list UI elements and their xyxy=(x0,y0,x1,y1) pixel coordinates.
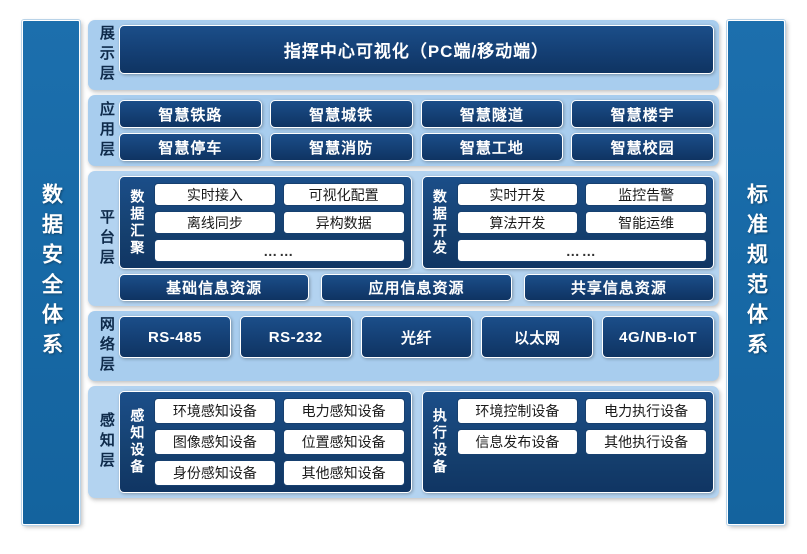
app-item-smart-metro[interactable]: 智慧城铁 xyxy=(269,100,413,128)
chip-environment-control[interactable]: 环境控制设备 xyxy=(456,398,579,424)
chip-offline-sync[interactable]: 离线同步 xyxy=(154,211,276,234)
app-item-smart-building[interactable]: 智慧楼宇 xyxy=(571,100,714,128)
data-development-row-3: …… xyxy=(456,239,707,262)
layer-sensing-label: 感知层 xyxy=(97,412,115,472)
sensing-module-actuator-devices: 执行设备 环境控制设备 电力执行设备 信息发布设备 其他执行设备 xyxy=(421,391,714,493)
layer-application-body: 智慧铁路 智慧城铁 智慧隧道 智慧楼宇 智慧停车 智慧消防 智慧工地 智慧校园 xyxy=(119,100,714,161)
layer-sensing-body: 感知设备 环境感知设备 电力感知设备 图像感知设备 位置感知设备 xyxy=(119,391,714,493)
actuator-devices-label: 执行设备 xyxy=(431,408,448,476)
actuator-devices-row-1: 环境控制设备 电力执行设备 xyxy=(456,398,707,424)
layer-platform-label-wrap: 平台层 xyxy=(93,176,119,301)
chip-environment-sensor[interactable]: 环境感知设备 xyxy=(154,398,276,424)
chip-development-more[interactable]: …… xyxy=(456,239,707,262)
chip-power-actuator[interactable]: 电力执行设备 xyxy=(585,398,707,424)
chip-realtime-development[interactable]: 实时开发 xyxy=(456,183,579,206)
layer-network: 网络层 RS-485 RS-232 光纤 以太网 4G/NB-IoT xyxy=(88,311,719,381)
network-item-ethernet[interactable]: 以太网 xyxy=(481,316,594,358)
chip-realtime-access[interactable]: 实时接入 xyxy=(154,183,276,206)
platform-module-data-aggregation: 数据汇聚 实时接入 可视化配置 离线同步 异构数据 xyxy=(119,176,412,269)
app-item-smart-firefighting[interactable]: 智慧消防 xyxy=(269,133,413,161)
data-aggregation-label: 数据汇聚 xyxy=(129,188,146,257)
network-item-4g-nbiot[interactable]: 4G/NB-IoT xyxy=(602,316,714,358)
layer-platform-label: 平台层 xyxy=(97,208,115,269)
chip-heterogeneous-data[interactable]: 异构数据 xyxy=(282,211,405,234)
data-development-label-wrap: 数据开发 xyxy=(429,183,451,262)
layer-sensing-label-wrap: 感知层 xyxy=(93,391,119,493)
layer-display: 展示层 指挥中心可视化（PC端/移动端） xyxy=(88,20,719,90)
network-item-rs485[interactable]: RS-485 xyxy=(119,316,231,358)
chip-image-sensor[interactable]: 图像感知设备 xyxy=(154,429,276,455)
layer-application: 应用层 智慧铁路 智慧城铁 智慧隧道 智慧楼宇 智慧停车 智慧消防 智慧工地 智… xyxy=(88,95,719,166)
network-item-fiber[interactable]: 光纤 xyxy=(360,316,473,358)
sensor-devices-row-2: 图像感知设备 位置感知设备 xyxy=(154,429,405,455)
layer-application-label-wrap: 应用层 xyxy=(93,100,119,161)
layer-display-label-wrap: 展示层 xyxy=(93,25,119,85)
data-aggregation-row-3: …… xyxy=(154,239,405,262)
right-pillar-label: 标准规范体系 xyxy=(744,182,768,363)
chip-position-sensor[interactable]: 位置感知设备 xyxy=(282,429,405,455)
actuator-devices-label-wrap: 执行设备 xyxy=(429,398,451,486)
app-item-smart-construction-site[interactable]: 智慧工地 xyxy=(420,133,564,161)
chip-other-sensor[interactable]: 其他感知设备 xyxy=(282,460,405,486)
chip-information-release[interactable]: 信息发布设备 xyxy=(456,429,579,455)
app-item-smart-railway[interactable]: 智慧铁路 xyxy=(119,100,262,128)
app-item-smart-parking[interactable]: 智慧停车 xyxy=(119,133,262,161)
chip-aggregation-more[interactable]: …… xyxy=(154,239,405,262)
sensing-modules: 感知设备 环境感知设备 电力感知设备 图像感知设备 位置感知设备 xyxy=(119,391,714,493)
chip-algorithm-development[interactable]: 算法开发 xyxy=(456,211,579,234)
actuator-devices-row-2: 信息发布设备 其他执行设备 xyxy=(456,429,707,455)
layer-network-body: RS-485 RS-232 光纤 以太网 4G/NB-IoT xyxy=(119,316,714,376)
chip-visual-configuration[interactable]: 可视化配置 xyxy=(282,183,405,206)
data-aggregation-row-1: 实时接入 可视化配置 xyxy=(154,183,405,206)
sensing-module-sensor-devices: 感知设备 环境感知设备 电力感知设备 图像感知设备 位置感知设备 xyxy=(119,391,412,493)
layer-sensing: 感知层 感知设备 环境感知设备 电力感知设备 xyxy=(88,386,719,498)
platform-modules: 数据汇聚 实时接入 可视化配置 离线同步 异构数据 xyxy=(119,176,714,269)
layer-platform: 平台层 数据汇聚 实时接入 可视化配置 xyxy=(88,171,719,306)
layer-display-body: 指挥中心可视化（PC端/移动端） xyxy=(119,25,714,85)
app-item-smart-campus[interactable]: 智慧校园 xyxy=(571,133,714,161)
sensor-devices-label-wrap: 感知设备 xyxy=(126,398,148,486)
layer-network-label-wrap: 网络层 xyxy=(93,316,119,376)
layer-display-label: 展示层 xyxy=(97,25,115,85)
chip-other-actuator[interactable]: 其他执行设备 xyxy=(585,429,707,455)
chip-identity-sensor[interactable]: 身份感知设备 xyxy=(154,460,276,486)
layer-application-label: 应用层 xyxy=(97,100,115,161)
data-development-grid: 实时开发 监控告警 算法开发 智能运维 …… xyxy=(456,183,707,262)
layer-stack: 展示层 指挥中心可视化（PC端/移动端） 应用层 智慧铁路 智慧城铁 智慧隧道 … xyxy=(88,20,719,525)
data-aggregation-grid: 实时接入 可视化配置 离线同步 异构数据 …… xyxy=(154,183,405,262)
sensor-devices-label: 感知设备 xyxy=(129,408,146,476)
app-item-smart-tunnel[interactable]: 智慧隧道 xyxy=(420,100,564,128)
data-aggregation-label-wrap: 数据汇聚 xyxy=(126,183,148,262)
chip-monitoring-alarm[interactable]: 监控告警 xyxy=(585,183,707,206)
actuator-devices-grid: 环境控制设备 电力执行设备 信息发布设备 其他执行设备 xyxy=(456,398,707,486)
sensor-devices-grid: 环境感知设备 电力感知设备 图像感知设备 位置感知设备 身份感知设备 其他感知设… xyxy=(154,398,405,486)
layer-network-label: 网络层 xyxy=(97,316,115,376)
data-aggregation-row-2: 离线同步 异构数据 xyxy=(154,211,405,234)
resource-application-information[interactable]: 应用信息资源 xyxy=(321,274,512,301)
application-row-2: 智慧停车 智慧消防 智慧工地 智慧校园 xyxy=(119,133,714,161)
application-row-1: 智慧铁路 智慧城铁 智慧隧道 智慧楼宇 xyxy=(119,100,714,128)
network-items-row: RS-485 RS-232 光纤 以太网 4G/NB-IoT xyxy=(119,316,714,358)
layer-platform-body: 数据汇聚 实时接入 可视化配置 离线同步 异构数据 xyxy=(119,176,714,301)
chip-intelligent-operations[interactable]: 智能运维 xyxy=(585,211,707,234)
chip-power-sensor[interactable]: 电力感知设备 xyxy=(282,398,405,424)
resource-shared-information[interactable]: 共享信息资源 xyxy=(523,274,714,301)
data-development-row-2: 算法开发 智能运维 xyxy=(456,211,707,234)
sensor-devices-row-1: 环境感知设备 电力感知设备 xyxy=(154,398,405,424)
network-item-rs232[interactable]: RS-232 xyxy=(239,316,352,358)
data-development-label: 数据开发 xyxy=(431,188,448,257)
left-pillar-data-security: 数据安全体系 xyxy=(22,20,80,525)
left-pillar-label: 数据安全体系 xyxy=(39,182,63,363)
data-development-row-1: 实时开发 监控告警 xyxy=(456,183,707,206)
platform-resource-row: 基础信息资源 应用信息资源 共享信息资源 xyxy=(119,274,714,301)
sensor-devices-row-3: 身份感知设备 其他感知设备 xyxy=(154,460,405,486)
display-command-center-bar[interactable]: 指挥中心可视化（PC端/移动端） xyxy=(119,25,714,74)
platform-module-data-development: 数据开发 实时开发 监控告警 算法开发 智能运维 xyxy=(421,176,714,269)
resource-basic-information[interactable]: 基础信息资源 xyxy=(119,274,310,301)
right-pillar-standards: 标准规范体系 xyxy=(727,20,785,525)
